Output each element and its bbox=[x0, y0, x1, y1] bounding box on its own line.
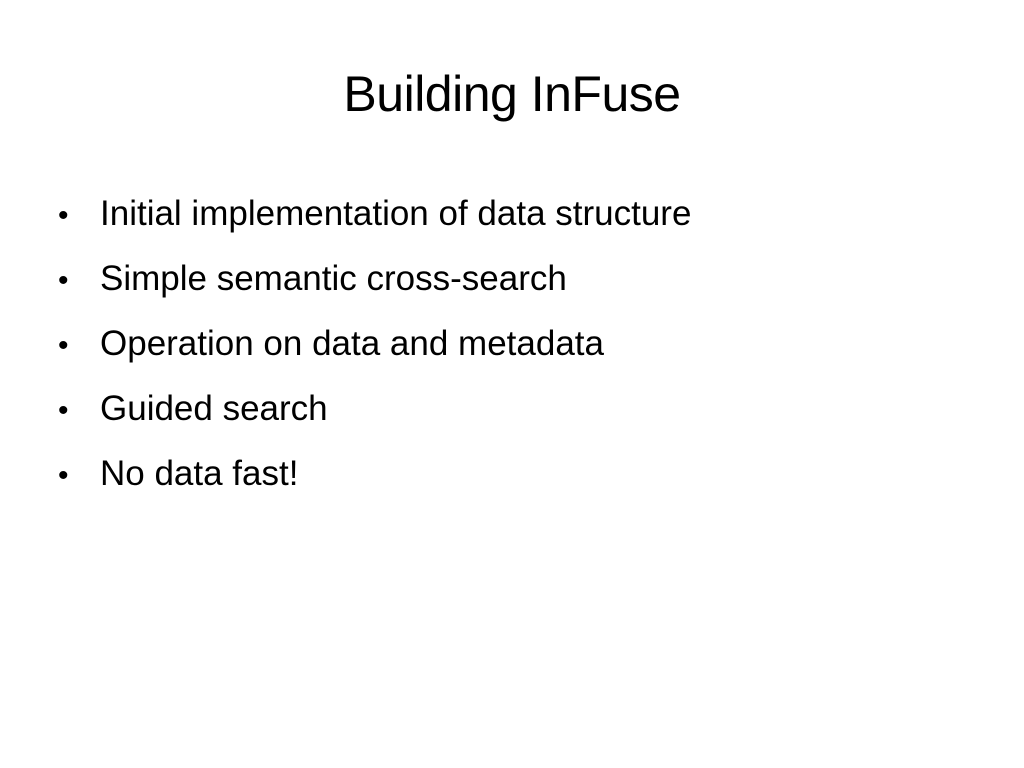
bullet-item: • Simple semantic cross-search bbox=[58, 251, 978, 316]
bullet-item: • Initial implementation of data structu… bbox=[58, 186, 978, 251]
bullet-text: Simple semantic cross-search bbox=[100, 259, 567, 298]
bullet-text: No data fast! bbox=[100, 454, 299, 493]
slide-title: Building InFuse bbox=[343, 66, 681, 122]
bullet-icon: • bbox=[58, 459, 69, 492]
bullet-item: • Operation on data and metadata bbox=[58, 316, 978, 381]
bullet-text: Initial implementation of data structure bbox=[100, 194, 692, 233]
bullet-icon: • bbox=[58, 394, 69, 427]
bullet-item: • Guided search bbox=[58, 381, 978, 446]
bullet-item: • No data fast! bbox=[58, 446, 978, 511]
bullet-icon: • bbox=[58, 199, 69, 232]
bullet-list: • Initial implementation of data structu… bbox=[58, 186, 978, 511]
bullet-icon: • bbox=[58, 264, 69, 297]
bullet-text: Guided search bbox=[100, 389, 328, 428]
bullet-icon: • bbox=[58, 329, 69, 362]
bullet-text: Operation on data and metadata bbox=[100, 324, 604, 363]
